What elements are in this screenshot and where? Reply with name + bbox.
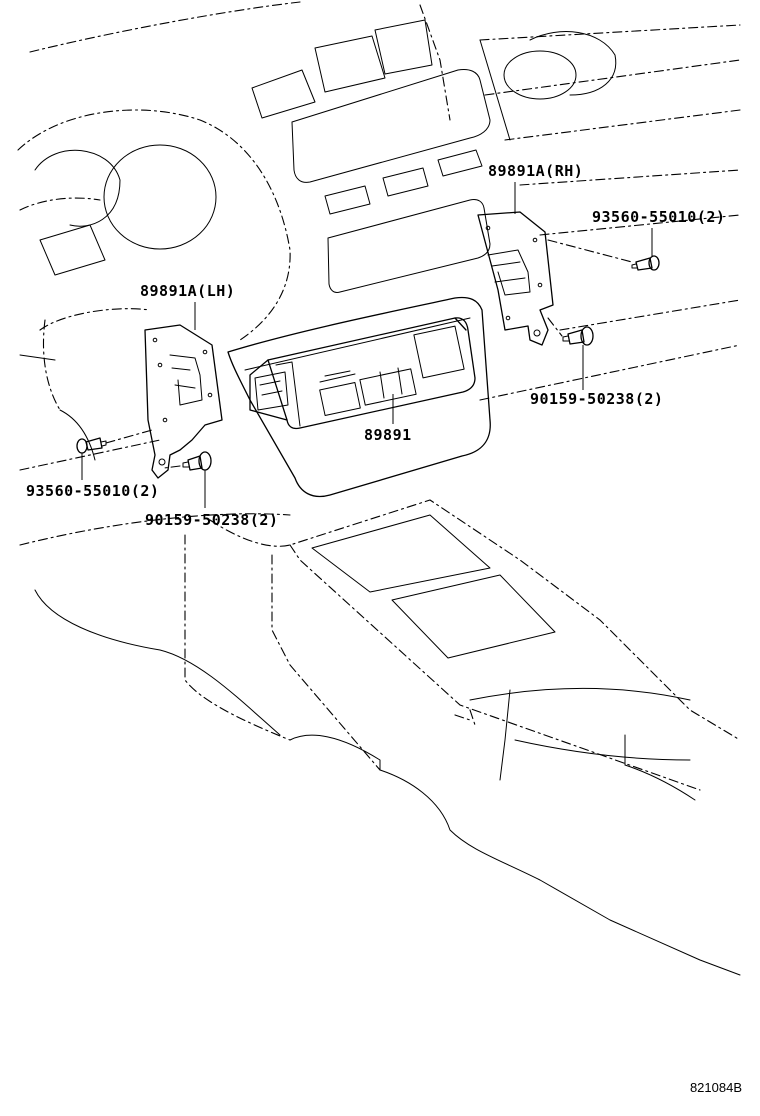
screw-lh-path xyxy=(105,429,153,444)
callout-screw-lh: 93560-55010(2) xyxy=(26,482,159,500)
callout-control-unit: 89891 xyxy=(364,426,412,444)
control-unit-89891 xyxy=(249,317,476,430)
bolt-rh xyxy=(562,326,594,346)
callout-bracket-rh: 89891A(RH) xyxy=(488,162,583,180)
screw-rh-path xyxy=(547,239,633,263)
bracket-lh xyxy=(144,324,223,479)
dashboard-outline xyxy=(17,1,741,976)
bracket-rh xyxy=(477,211,554,346)
callout-screw-rh: 93560-55010(2) xyxy=(592,208,725,226)
screw-lh xyxy=(76,437,107,454)
bolt-lh xyxy=(182,451,212,471)
screw-rh xyxy=(631,255,660,271)
callout-bolt-lh: 90159-50238(2) xyxy=(145,511,278,529)
leader-lines xyxy=(81,182,653,508)
bolt-rh-path xyxy=(547,317,563,337)
callout-bracket-lh: 89891A(LH) xyxy=(140,282,235,300)
diagram-code: 821084B xyxy=(690,1080,742,1095)
bolt-lh-path xyxy=(163,465,181,469)
callout-bolt-rh: 90159-50238(2) xyxy=(530,390,663,408)
